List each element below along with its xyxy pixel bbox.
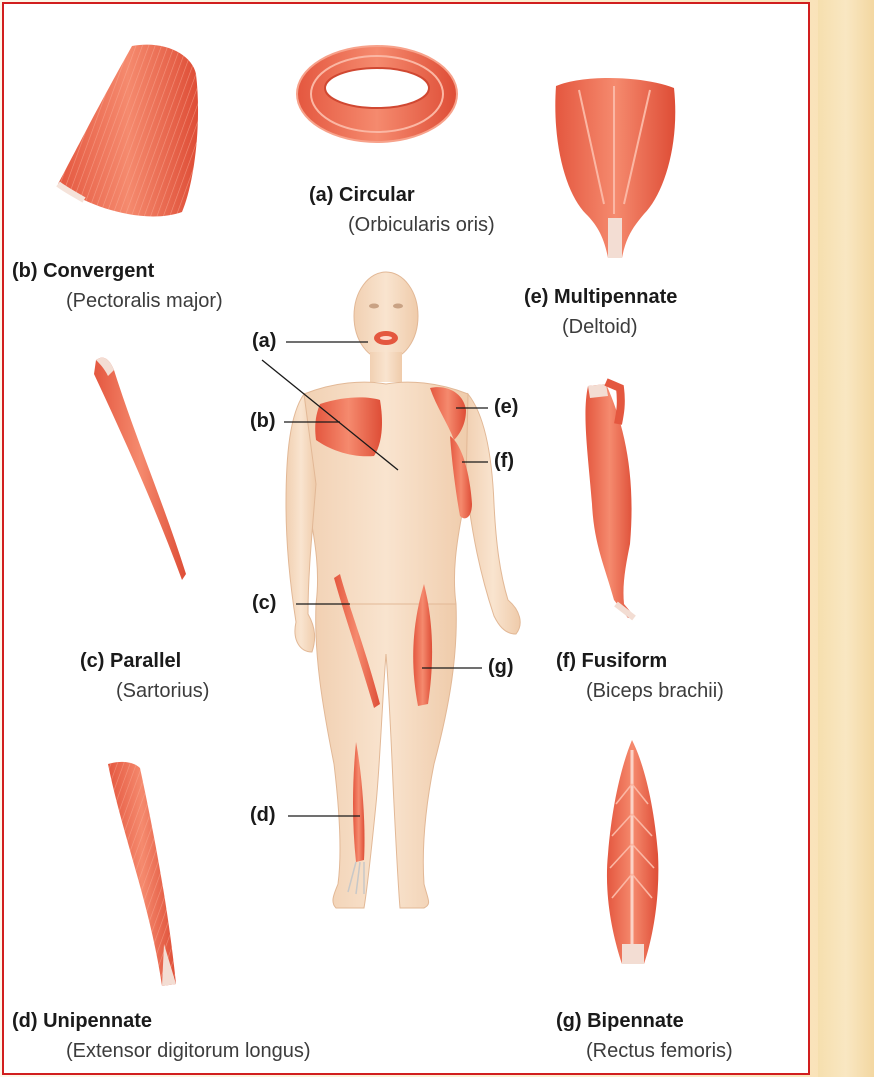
label-circular-name: Circular [339,184,415,206]
label-bipennate-name: Bipennate [587,1010,684,1032]
example-rectus-femoris: (Rectus femoris) [586,1040,733,1062]
label-bipennate: (g) Bipennate [556,1010,684,1032]
label-multipennate: (e) Multipennate [524,286,677,308]
label-fusiform-name: Fusiform [582,650,668,672]
callout-label-b: (b) [250,410,276,432]
circular-muscle-illustration [297,46,457,142]
human-body-figure [286,272,520,908]
parallel-muscle-illustration [94,358,186,580]
label-convergent: (b) Convergent [12,260,154,282]
label-convergent-letter: (b) [12,260,38,282]
label-unipennate: (d) Unipennate [12,1010,152,1032]
label-circular: (a) Circular [309,184,415,206]
label-multipennate-name: Multipennate [554,286,677,308]
bipennate-muscle-illustration [607,740,658,964]
label-unipennate-name: Unipennate [43,1010,152,1032]
unipennate-muscle-illustration [108,762,176,986]
label-unipennate-letter: (d) [12,1010,38,1032]
muscle-diagram [4,4,810,1075]
callout-label-a: (a) [252,330,276,352]
label-bipennate-letter: (g) [556,1010,582,1032]
label-convergent-name: Convergent [43,260,154,282]
label-parallel-letter: (c) [80,650,104,672]
example-extensor-digitorum-longus: (Extensor digitorum longus) [66,1040,311,1062]
label-multipennate-letter: (e) [524,286,548,308]
label-circular-letter: (a) [309,184,333,206]
callout-label-f: (f) [494,450,514,472]
fusiform-muscle-illustration [585,382,634,618]
example-deltoid: (Deltoid) [562,316,638,338]
label-parallel: (c) Parallel [80,650,181,672]
callout-label-d: (d) [250,804,276,826]
label-fusiform: (f) Fusiform [556,650,667,672]
callout-label-c: (c) [252,592,276,614]
label-fusiform-letter: (f) [556,650,576,672]
callout-label-e: (e) [494,396,518,418]
example-orbicularis-oris: (Orbicularis oris) [348,214,495,236]
example-biceps-brachii: (Biceps brachii) [586,680,724,702]
multipennate-muscle-illustration [555,78,675,258]
example-sartorius: (Sartorius) [116,680,209,702]
example-pectoralis-major: (Pectoralis major) [66,290,223,312]
convergent-muscle-illustration [58,45,198,217]
figure-panel: (a) (b) (e) (f) (c) (g) (d) (a) Circular… [2,2,810,1075]
slide-side-stripe [818,0,874,1077]
label-parallel-name: Parallel [110,650,181,672]
callout-label-g: (g) [488,656,514,678]
